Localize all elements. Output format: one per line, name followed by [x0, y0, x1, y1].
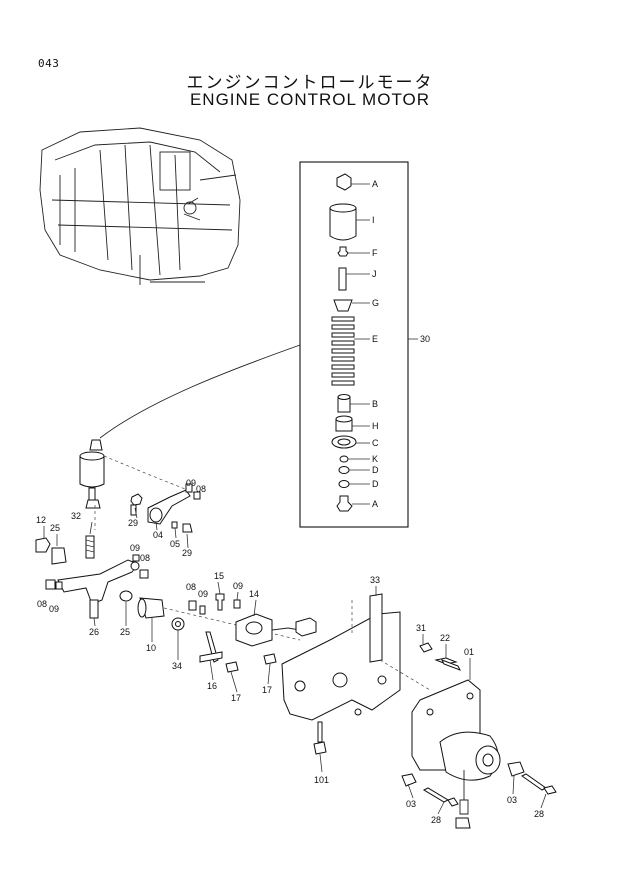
callout-30: 30	[420, 334, 430, 344]
callout-F: F	[372, 248, 378, 258]
callout-29: 29	[182, 548, 192, 558]
callout-C: C	[372, 438, 379, 448]
kit-parts	[329, 173, 418, 512]
callout-08: 08	[196, 484, 206, 494]
callout-E: E	[372, 334, 378, 344]
callout-J: J	[372, 269, 377, 279]
callout-26: 26	[89, 627, 99, 637]
callout-16: 16	[207, 681, 217, 691]
callout-31: 31	[416, 623, 426, 633]
callout-G: G	[372, 298, 379, 308]
callout-09: 09	[130, 543, 140, 553]
callout-B: B	[372, 399, 378, 409]
callout-29: 29	[128, 518, 138, 528]
callout-08: 08	[37, 599, 47, 609]
callout-I: I	[372, 215, 375, 225]
callout-28: 28	[534, 809, 544, 819]
callout-A: A	[372, 179, 378, 189]
callout-25: 25	[50, 523, 60, 533]
callout-01: 01	[464, 647, 474, 657]
callout-15: 15	[214, 571, 224, 581]
callout-28: 28	[431, 815, 441, 825]
callout-05: 05	[170, 539, 180, 549]
callout-101: 101	[314, 775, 329, 785]
leader-curve	[99, 344, 301, 439]
callout-D: D	[372, 465, 379, 475]
callout-17: 17	[262, 685, 272, 695]
title-english: ENGINE CONTROL MOTOR	[189, 90, 431, 109]
callout-25: 25	[120, 627, 130, 637]
callout-03: 03	[406, 799, 416, 809]
callout-H: H	[372, 421, 379, 431]
callout-32: 32	[71, 511, 81, 521]
callout-04: 04	[153, 530, 163, 540]
callout-14: 14	[249, 589, 259, 599]
callout-10: 10	[146, 643, 156, 653]
callout-08: 08	[140, 553, 150, 563]
callout-17: 17	[231, 693, 241, 703]
main-labels: 12 25 32 29 04 05 29 09 08 09 08 08 09 2…	[36, 478, 544, 825]
callout-12: 12	[36, 515, 46, 525]
callout-09: 09	[198, 589, 208, 599]
title-japanese: エンジンコントロールモータ	[186, 73, 434, 93]
callout-A: A	[372, 499, 378, 509]
callout-34: 34	[172, 661, 182, 671]
callout-09: 09	[186, 478, 196, 488]
callout-22: 22	[440, 633, 450, 643]
callout-09: 09	[233, 581, 243, 591]
kit-labels: A I F J G E B H C K D D A 30	[372, 179, 430, 509]
page-number: 043	[38, 57, 60, 70]
callout-K: K	[372, 454, 378, 464]
main-assembly	[35, 439, 557, 829]
callout-03: 03	[507, 795, 517, 805]
callout-D: D	[372, 479, 379, 489]
callout-09: 09	[49, 604, 59, 614]
kit-panel	[299, 161, 409, 528]
leader-lines	[43, 507, 547, 815]
callout-08: 08	[186, 582, 196, 592]
engine-sketch	[39, 127, 241, 285]
callout-33: 33	[370, 575, 380, 585]
